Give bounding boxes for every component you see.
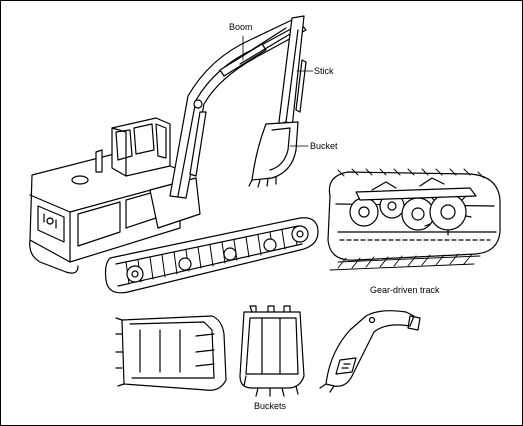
bucket-middle-illustration [239,305,305,397]
boom-label: Boom [229,22,253,32]
excavator-bucket [248,121,299,188]
excavator-illustration [29,15,319,294]
callout-lines [242,35,314,147]
bucket-right-illustration [319,310,421,393]
buckets-label: Buckets [254,401,287,411]
excavator-track [104,217,319,294]
gear-driven-track-illustration [327,168,501,271]
bucket-left-illustration [115,315,227,391]
track-gears [349,188,472,236]
bucket-label: Bucket [310,141,338,151]
stick-label: Stick [314,66,334,76]
excavator-body [29,117,201,274]
gear-driven-track-label: Gear-driven track [370,285,440,295]
